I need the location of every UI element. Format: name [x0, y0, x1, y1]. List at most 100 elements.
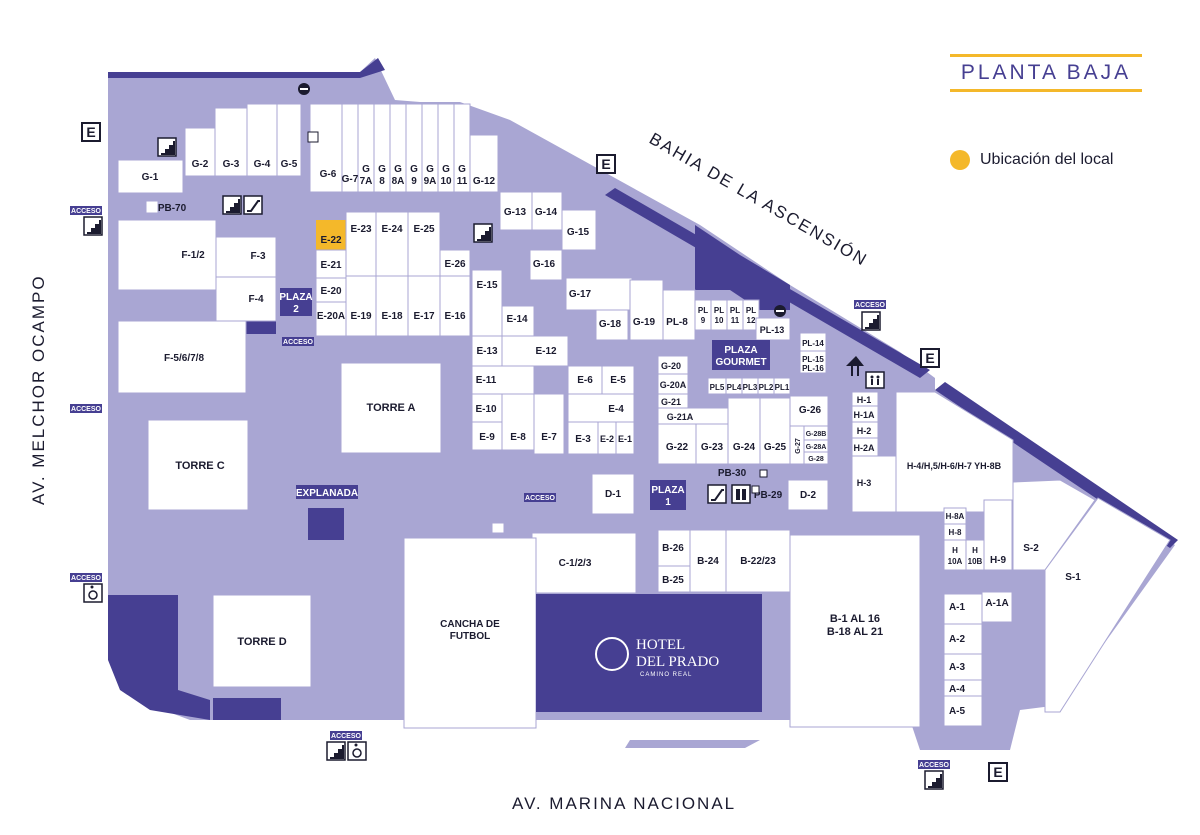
label-f12: F-1/2	[181, 250, 205, 261]
label-g19: G-19	[633, 317, 656, 328]
label-b26: B-26	[662, 543, 684, 554]
unit-e4[interactable]	[567, 393, 635, 423]
unit-g1[interactable]	[117, 159, 184, 194]
unit-c123[interactable]	[531, 532, 637, 594]
entrance-label-n: E	[601, 156, 610, 172]
unit-e26[interactable]	[439, 249, 471, 277]
unit-pb70-box[interactable]	[145, 200, 159, 214]
unit-g28[interactable]	[803, 451, 829, 465]
unit-s2[interactable]	[1012, 479, 1096, 571]
unit-g2[interactable]	[184, 127, 216, 177]
unit-e15[interactable]	[471, 269, 503, 337]
label-b1-1: B-1 AL 16	[830, 613, 880, 625]
unit-g22[interactable]	[657, 423, 697, 465]
unit-f5678[interactable]	[117, 320, 247, 394]
unit-b24[interactable]	[689, 529, 727, 593]
unit-a5[interactable]	[943, 695, 983, 727]
unit-g18[interactable]	[595, 309, 629, 341]
label-g17: G-17	[569, 289, 592, 300]
plaza-2-label-2: 2	[293, 304, 299, 315]
unit-e8[interactable]	[501, 393, 535, 451]
unit-e5[interactable]	[601, 365, 635, 395]
unit-g14[interactable]	[531, 191, 563, 231]
unit-g26[interactable]	[789, 395, 829, 427]
unit-e3[interactable]	[567, 421, 599, 455]
unit-a1[interactable]	[943, 593, 983, 625]
unit-e10[interactable]	[471, 393, 503, 423]
unit-e25[interactable]	[407, 211, 441, 277]
unit-b2223[interactable]	[725, 529, 791, 593]
hotel-name-1: HOTEL	[636, 637, 685, 653]
unit-e7[interactable]	[533, 393, 565, 455]
unit-g3[interactable]	[214, 107, 248, 177]
unit-e12[interactable]	[501, 335, 569, 367]
label-g2: G-2	[192, 159, 209, 170]
unit-g5[interactable]	[276, 103, 302, 177]
unit-f12[interactable]	[117, 219, 217, 291]
unit-h9[interactable]	[983, 499, 1013, 571]
unit-e16[interactable]	[439, 275, 471, 337]
unit-e14[interactable]	[501, 305, 535, 337]
unit-e24[interactable]	[375, 211, 409, 277]
unit-e19[interactable]	[345, 275, 377, 337]
unit-g13[interactable]	[499, 191, 533, 231]
unit-g15[interactable]	[561, 209, 597, 251]
unit-e20a[interactable]	[315, 301, 347, 337]
unit-e11[interactable]	[471, 365, 535, 395]
unit-d1[interactable]	[591, 473, 635, 515]
unit-h3[interactable]	[851, 455, 897, 513]
unit-pl15[interactable]	[799, 350, 827, 374]
unit-pl13[interactable]	[755, 317, 791, 341]
unit-d2[interactable]	[787, 479, 829, 511]
acceso-label-west-3: ACCESO	[71, 575, 102, 582]
label-g10-1: G	[442, 164, 450, 175]
unit-e17[interactable]	[407, 275, 441, 337]
unit-pl9[interactable]	[694, 299, 712, 331]
plaza-gourmet-label-1: PLAZA	[724, 345, 757, 356]
unit-b1[interactable]	[789, 534, 921, 728]
unit-g23[interactable]	[695, 423, 729, 465]
unit-pl11[interactable]	[726, 299, 744, 331]
label-e6: E-6	[577, 375, 593, 386]
unit-g4[interactable]	[246, 103, 278, 177]
unit-h4[interactable]	[895, 391, 1014, 513]
unit-e9[interactable]	[471, 421, 503, 451]
unit-pl12[interactable]	[742, 299, 760, 331]
torre-c	[147, 419, 249, 511]
acceso-label-west-1: ACCESO	[71, 208, 102, 215]
label-h3: H-3	[857, 478, 872, 488]
label-d2: D-2	[800, 490, 817, 501]
unit-e22[interactable]	[316, 220, 346, 250]
unit-f4[interactable]	[215, 276, 277, 322]
unit-g12[interactable]	[469, 134, 499, 193]
label-e20a: E-20A	[317, 311, 345, 322]
plaza-2-label-1: PLAZA	[279, 292, 312, 303]
unit-f3[interactable]	[215, 236, 277, 278]
unit-g16[interactable]	[529, 249, 563, 281]
unit-a1a[interactable]	[981, 591, 1013, 623]
unit-g17[interactable]	[565, 277, 633, 311]
unit-g19[interactable]	[629, 279, 664, 341]
stairs-icon	[157, 137, 177, 157]
label-e11: E-11	[476, 375, 497, 386]
label-g5: G-5	[281, 159, 298, 170]
unit-pl8[interactable]	[662, 289, 696, 341]
unit-pl1[interactable]	[773, 377, 791, 395]
unit-s1[interactable]	[1044, 497, 1171, 713]
label-torre-a: TORRE A	[367, 402, 416, 414]
southwest-dark	[108, 595, 210, 720]
no-entry-icon	[298, 83, 310, 95]
unit-b25[interactable]	[657, 565, 691, 593]
label-e18: E-18	[381, 311, 403, 322]
unit-g25[interactable]	[759, 397, 791, 465]
legend-label: Ubicación del local	[980, 151, 1114, 168]
unit-e23[interactable]	[345, 211, 377, 277]
label-pl14: PL-14	[802, 339, 824, 348]
unit-e18[interactable]	[375, 275, 409, 337]
unit-pl10[interactable]	[710, 299, 728, 331]
unit-g24[interactable]	[727, 397, 761, 465]
label-a5: A-5	[949, 706, 966, 717]
unit-e1[interactable]	[615, 421, 635, 455]
label-g28a: G-28A	[806, 444, 827, 451]
